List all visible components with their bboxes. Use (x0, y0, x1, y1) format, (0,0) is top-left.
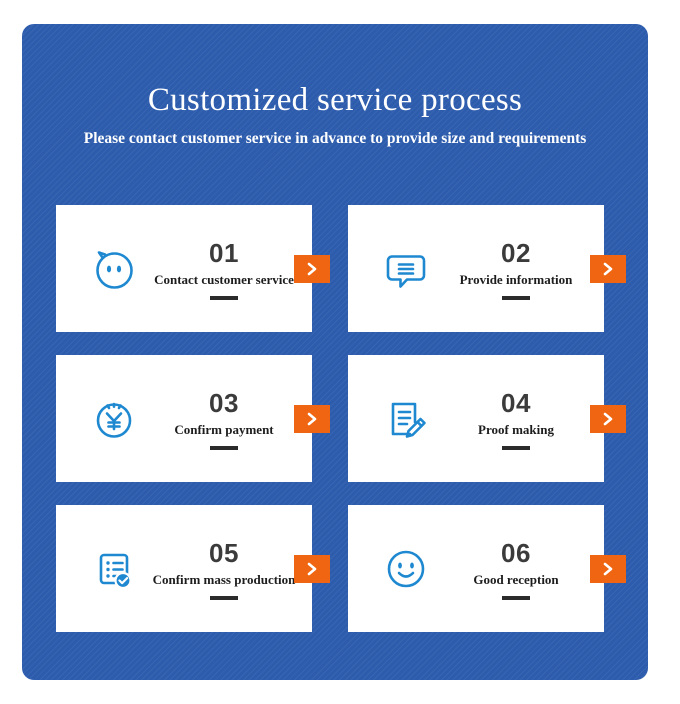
checklist-check-icon (86, 541, 142, 597)
document-pencil-icon (378, 391, 434, 447)
page-subtitle: Please contact customer service in advan… (83, 130, 587, 147)
chevron-right-icon[interactable] (294, 554, 330, 583)
chevron-right-icon[interactable] (294, 254, 330, 283)
chevron-right-icon[interactable] (590, 554, 626, 583)
step-label: Confirm mass production (152, 571, 296, 587)
step-card-01[interactable]: 01 Contact customer service (56, 205, 330, 332)
step-number: 02 (501, 237, 531, 268)
smiley-face-icon (378, 541, 434, 597)
step-label: Good reception (473, 571, 559, 587)
step-number: 04 (501, 387, 531, 418)
step-text: 04 Proof making (434, 355, 598, 482)
chat-face-icon (86, 241, 142, 297)
step-divider-dash (502, 445, 530, 450)
speech-bubble-lines-icon (378, 241, 434, 297)
step-text: 03 Confirm payment (142, 355, 306, 482)
step-text: 01 Contact customer service (142, 205, 306, 332)
chevron-right-icon[interactable] (590, 254, 626, 283)
step-number: 06 (501, 537, 531, 568)
steps-row: 05 Confirm mass production (56, 505, 626, 632)
step-number: 01 (209, 237, 239, 268)
step-label: Proof making (478, 421, 554, 437)
step-number: 03 (209, 387, 239, 418)
step-card-04[interactable]: 04 Proof making (348, 355, 626, 482)
steps-grid: 01 Contact customer service (56, 205, 626, 632)
step-divider-dash (210, 445, 238, 450)
yen-coin-icon (86, 391, 142, 447)
step-text: 02 Provide information (434, 205, 598, 332)
blue-panel: Customized service process Please contac… (22, 24, 648, 680)
step-divider-dash (502, 595, 530, 600)
step-number: 05 (209, 537, 239, 568)
step-label: Provide information (459, 271, 573, 287)
step-card-02[interactable]: 02 Provide information (348, 205, 626, 332)
step-text: 05 Confirm mass production (142, 505, 306, 632)
steps-row: 03 Confirm payment (56, 355, 626, 482)
page-title: Customized service process (147, 82, 523, 118)
chevron-right-icon[interactable] (294, 404, 330, 433)
chevron-right-icon[interactable] (590, 404, 626, 433)
step-card-05[interactable]: 05 Confirm mass production (56, 505, 330, 632)
step-label: Contact customer service (154, 271, 294, 287)
step-divider-dash (210, 595, 238, 600)
step-card-06[interactable]: 06 Good reception (348, 505, 626, 632)
step-card-03[interactable]: 03 Confirm payment (56, 355, 330, 482)
step-divider-dash (210, 295, 238, 300)
step-text: 06 Good reception (434, 505, 598, 632)
step-divider-dash (502, 295, 530, 300)
step-label: Confirm payment (174, 421, 274, 437)
steps-row: 01 Contact customer service (56, 205, 626, 332)
